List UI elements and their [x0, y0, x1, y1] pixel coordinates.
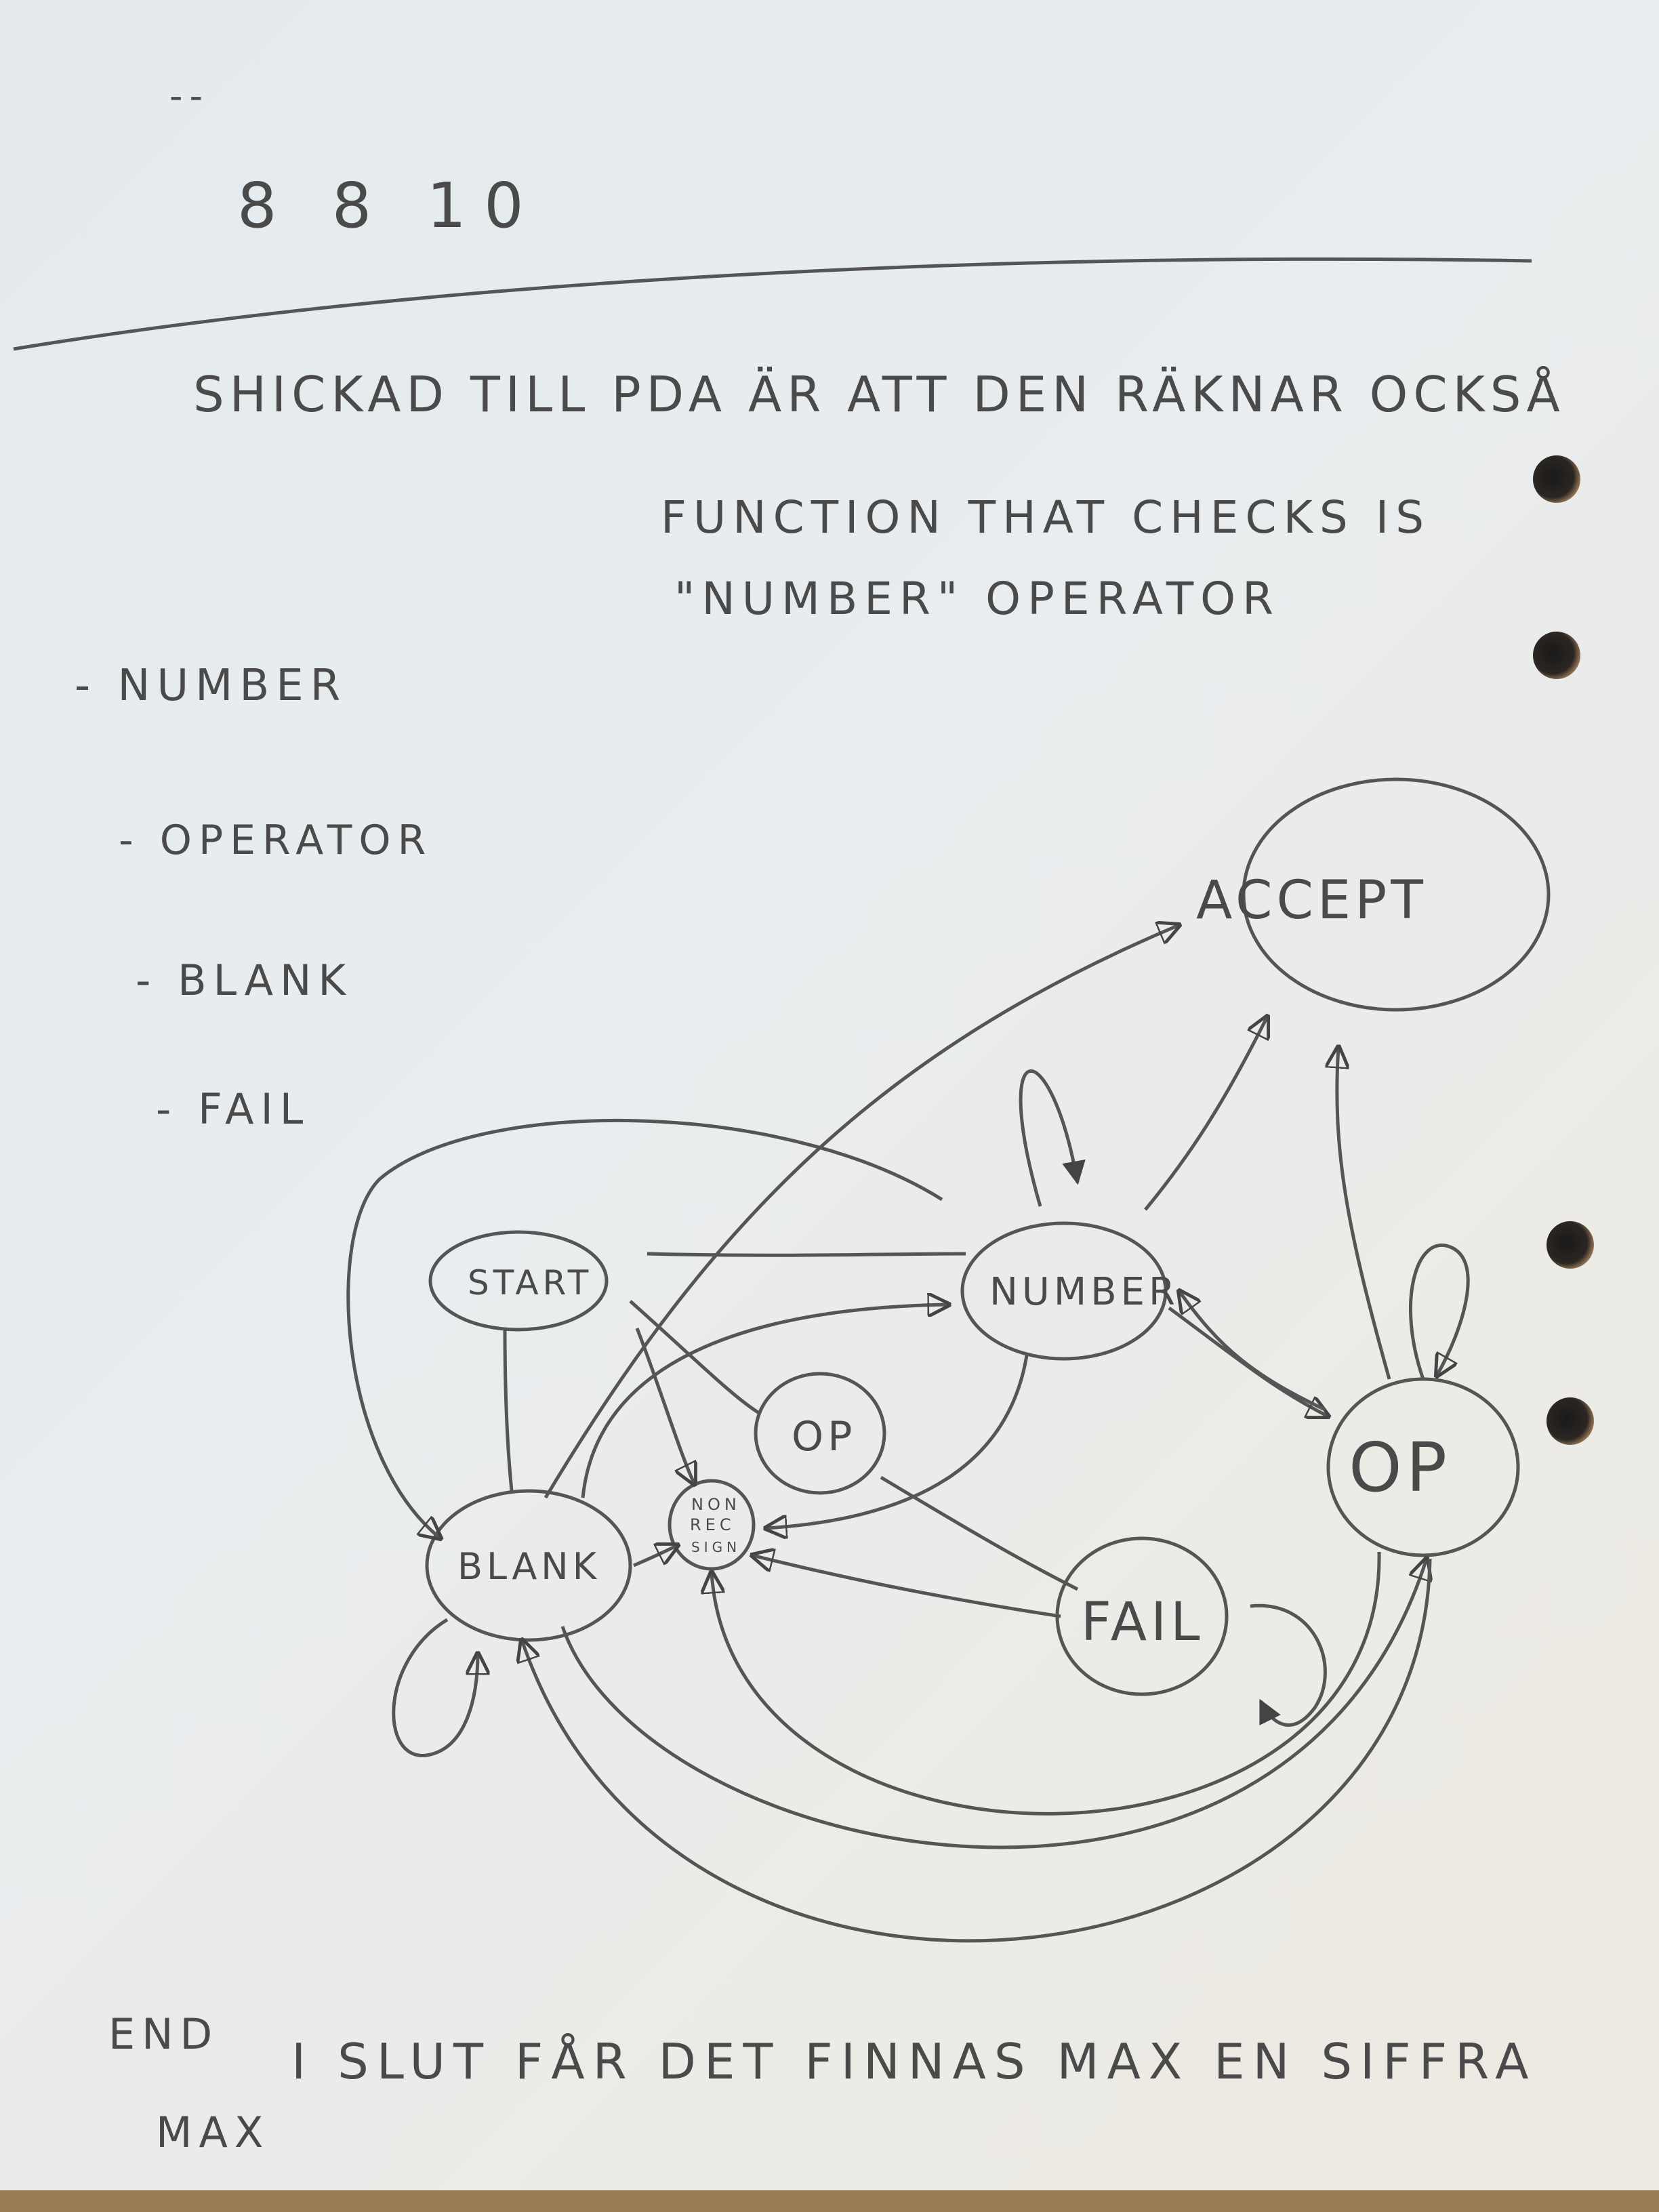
label-start: START	[468, 1263, 592, 1303]
binder-hole	[1533, 455, 1580, 503]
list-item-fail: - FAIL	[156, 1084, 310, 1134]
transition-arrows	[346, 925, 1470, 1943]
state-accept	[1242, 777, 1551, 1012]
state-number	[960, 1221, 1168, 1361]
footer-note: I SLUT FÅR DET FINNAS MAX EN SIFFRA	[291, 2033, 1537, 2090]
header-dash: --	[169, 75, 209, 117]
label-accept: ACCEPT	[1196, 870, 1427, 931]
label-nonrec-2: REC	[690, 1515, 735, 1534]
label-blank: BLANK	[457, 1545, 600, 1588]
function-note-line-1: FUNCTION THAT CHECKS IS	[661, 491, 1431, 544]
label-op-small: OP	[792, 1413, 856, 1460]
list-item-number: - NUMBER	[75, 661, 348, 711]
label-nonrec-1: NON	[691, 1495, 741, 1514]
label-fail: FAIL	[1081, 1592, 1204, 1653]
label-op: OP	[1349, 1428, 1451, 1507]
label-nonrec-3: SIGN	[691, 1539, 741, 1555]
state-op-small	[754, 1372, 886, 1495]
list-item-operator: - OPERATOR	[119, 817, 433, 864]
header-numbers: 8 8 10	[237, 169, 541, 242]
state-start	[428, 1230, 609, 1332]
state-nonrec-sign	[668, 1479, 756, 1571]
function-note-line-2: "NUMBER" OPERATOR	[674, 573, 1280, 625]
footer-left-line1: END	[108, 2009, 220, 2059]
list-item-blank: - BLANK	[136, 956, 353, 1005]
footer-left-line2: MAX	[156, 2108, 270, 2157]
binder-hole	[1533, 632, 1580, 679]
label-number: NUMBER	[989, 1270, 1179, 1314]
binder-hole	[1547, 1397, 1594, 1445]
binder-hole	[1547, 1221, 1594, 1269]
note-line-1: SHICKAD TILL PDA ÄR ATT DEN RÄKNAR OCKSÅ	[193, 366, 1565, 423]
